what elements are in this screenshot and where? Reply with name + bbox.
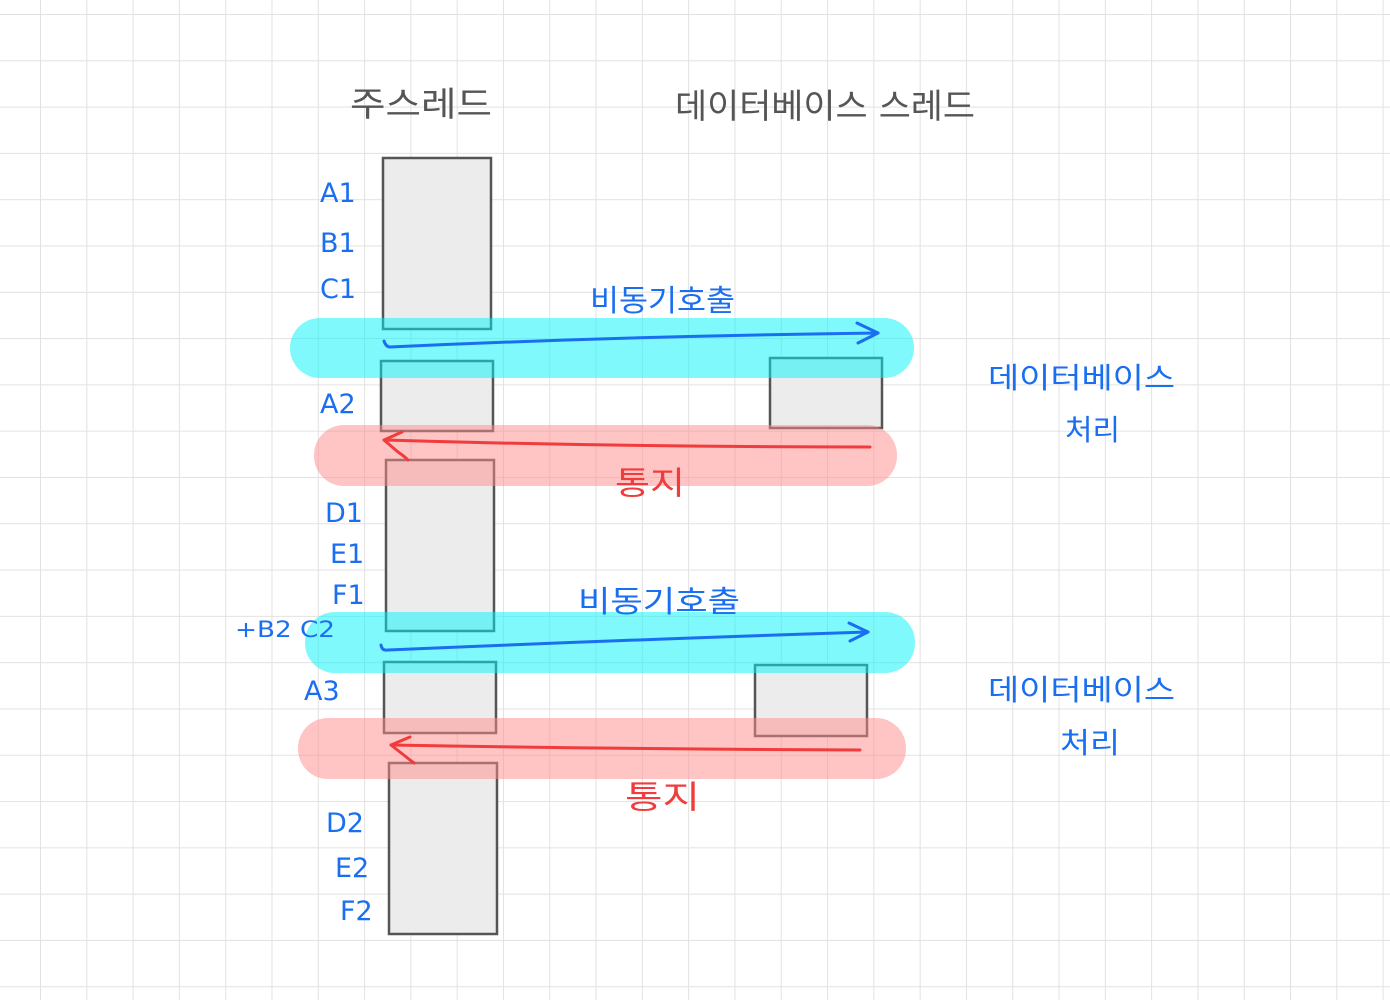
step-label-d2: D2 — [326, 808, 364, 839]
main-thread-block-3 — [384, 458, 496, 633]
step-label-a2: A2 — [320, 389, 356, 420]
async-call-label-1: 비동기호출 — [590, 284, 735, 319]
step-label-e2: E2 — [335, 853, 369, 884]
main-thread-block-1 — [381, 156, 493, 331]
step-label-c1: C1 — [320, 274, 356, 305]
async-call-label-2: 비동기호출 — [578, 585, 740, 620]
db-process-label-2-line2: 처리 — [1060, 726, 1120, 760]
notify-label-2: 통지 — [625, 778, 700, 816]
notify-arrow-1 — [382, 430, 872, 462]
notify-highlight-1 — [314, 425, 897, 486]
step-label-f2: F2 — [340, 896, 373, 927]
async-call-highlight-1 — [290, 318, 914, 378]
step-label-f1: F1 — [332, 580, 365, 611]
main-thread-block-5 — [387, 761, 499, 936]
db-process-label-1-line2: 처리 — [1065, 413, 1120, 447]
async-call-arrow-2 — [379, 621, 870, 652]
step-label-d1: D1 — [325, 498, 363, 529]
notify-arrow-2 — [389, 735, 862, 765]
step-label-a3: A3 — [304, 676, 340, 707]
db-thread-title: 데이터베이스 스레드 — [675, 87, 975, 127]
step-label-a1: A1 — [320, 178, 356, 209]
main-thread-title: 주스레드 — [350, 85, 492, 125]
async-call-arrow-1 — [382, 321, 880, 349]
db-process-label-2-line1: 데이터베이스 — [988, 673, 1175, 707]
step-label-e1: E1 — [330, 539, 364, 570]
notify-label-1: 통지 — [615, 464, 685, 502]
step-label-b1: B1 — [320, 228, 356, 259]
db-process-label-1-line1: 데이터베이스 — [988, 361, 1175, 395]
step-label-b2-c2: +B2 C2 — [235, 618, 335, 643]
